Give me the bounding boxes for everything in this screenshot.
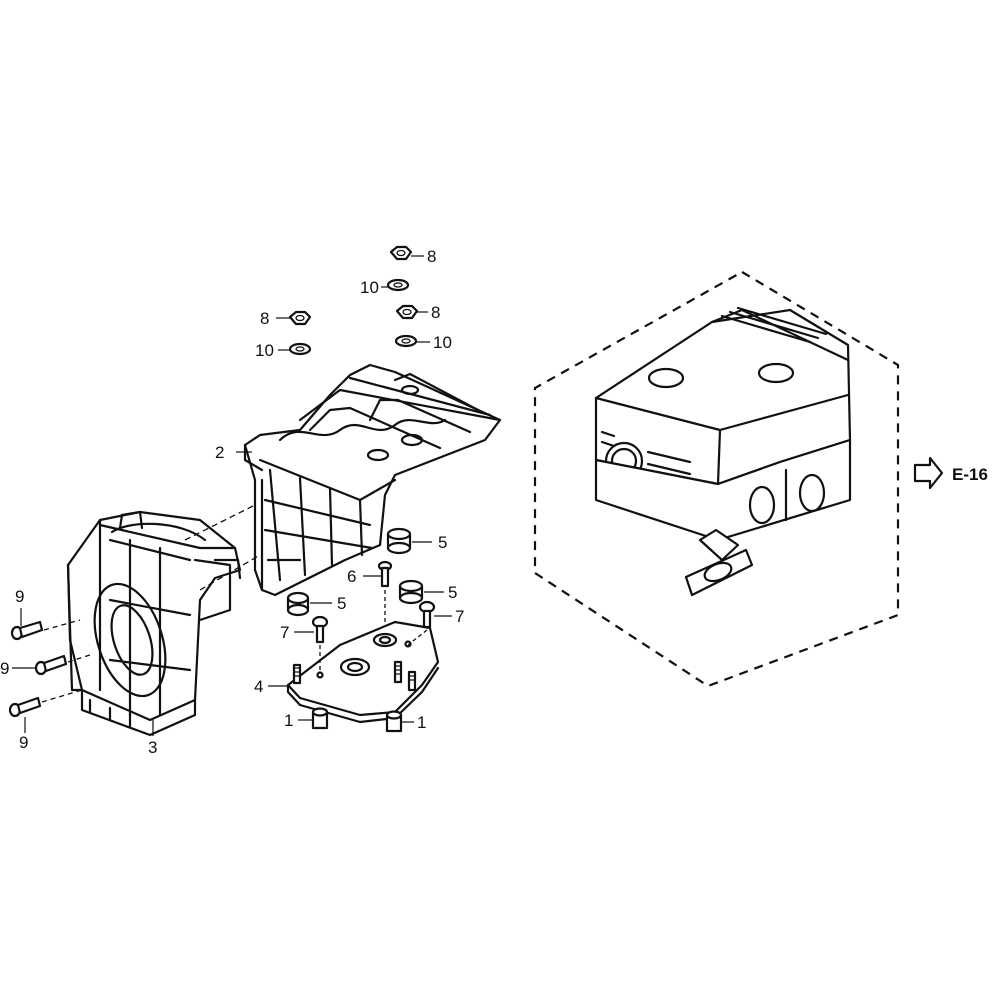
callout-1a: 1: [284, 711, 293, 730]
callout-9b: 9: [0, 659, 9, 678]
bolt-part-9-a: [10, 620, 44, 641]
nut-part-8-top: [389, 245, 413, 261]
callout-7a: 7: [280, 623, 289, 642]
bolt-part-6: [377, 560, 393, 625]
washer-part-10-top: [386, 278, 410, 292]
nut-part-8-left: [288, 310, 312, 326]
washer-part-10-left: [288, 342, 312, 356]
callout-1b: 1: [417, 713, 426, 732]
rubber-mount-part-5-a: [386, 527, 412, 555]
bolt-part-7-left: [311, 615, 329, 672]
upper-bracket-part-2: [243, 363, 502, 597]
washer-part-10-right: [394, 334, 418, 348]
callout-4: 4: [254, 677, 263, 696]
callout-9c: 9: [19, 733, 28, 752]
reference-label: E-16: [952, 465, 988, 484]
callout-5b: 5: [337, 594, 346, 613]
callout-8a: 8: [427, 247, 436, 266]
mount-frame-part-3: [66, 510, 242, 737]
alignment-lines: [41, 504, 261, 703]
collar-part-1-a: [311, 707, 329, 730]
muffler-assembly: [533, 270, 900, 688]
callout-10b: 10: [255, 341, 274, 360]
collar-part-1-b: [385, 710, 403, 733]
callout-10a: 10: [360, 278, 379, 297]
rubber-mount-part-5-c: [398, 579, 424, 605]
callout-7b: 7: [455, 607, 464, 626]
callout-10c: 10: [433, 333, 452, 352]
leader-lines: [12, 255, 452, 736]
base-plate-part-4: [286, 620, 440, 724]
nut-part-8-right: [395, 304, 419, 320]
studs: [292, 660, 417, 692]
callout-2: 2: [215, 443, 224, 462]
callout-8c: 8: [431, 303, 440, 322]
reference-arrow-icon: [913, 456, 944, 490]
callout-6: 6: [347, 567, 356, 586]
rubber-mount-part-5-b: [286, 591, 310, 617]
callout-labels: 1 1 2 3 4 5 5 5 6 7 7 8 8 8 9 9 9 10 10 …: [0, 247, 464, 757]
bolt-part-9-b: [34, 654, 68, 676]
bolt-part-7-right: [407, 600, 436, 646]
callout-3: 3: [148, 738, 157, 757]
callout-5a: 5: [438, 533, 447, 552]
bolt-part-9-c: [8, 696, 42, 718]
callout-5c: 5: [448, 583, 457, 602]
callout-9a: 9: [15, 587, 24, 606]
callout-8b: 8: [260, 309, 269, 328]
